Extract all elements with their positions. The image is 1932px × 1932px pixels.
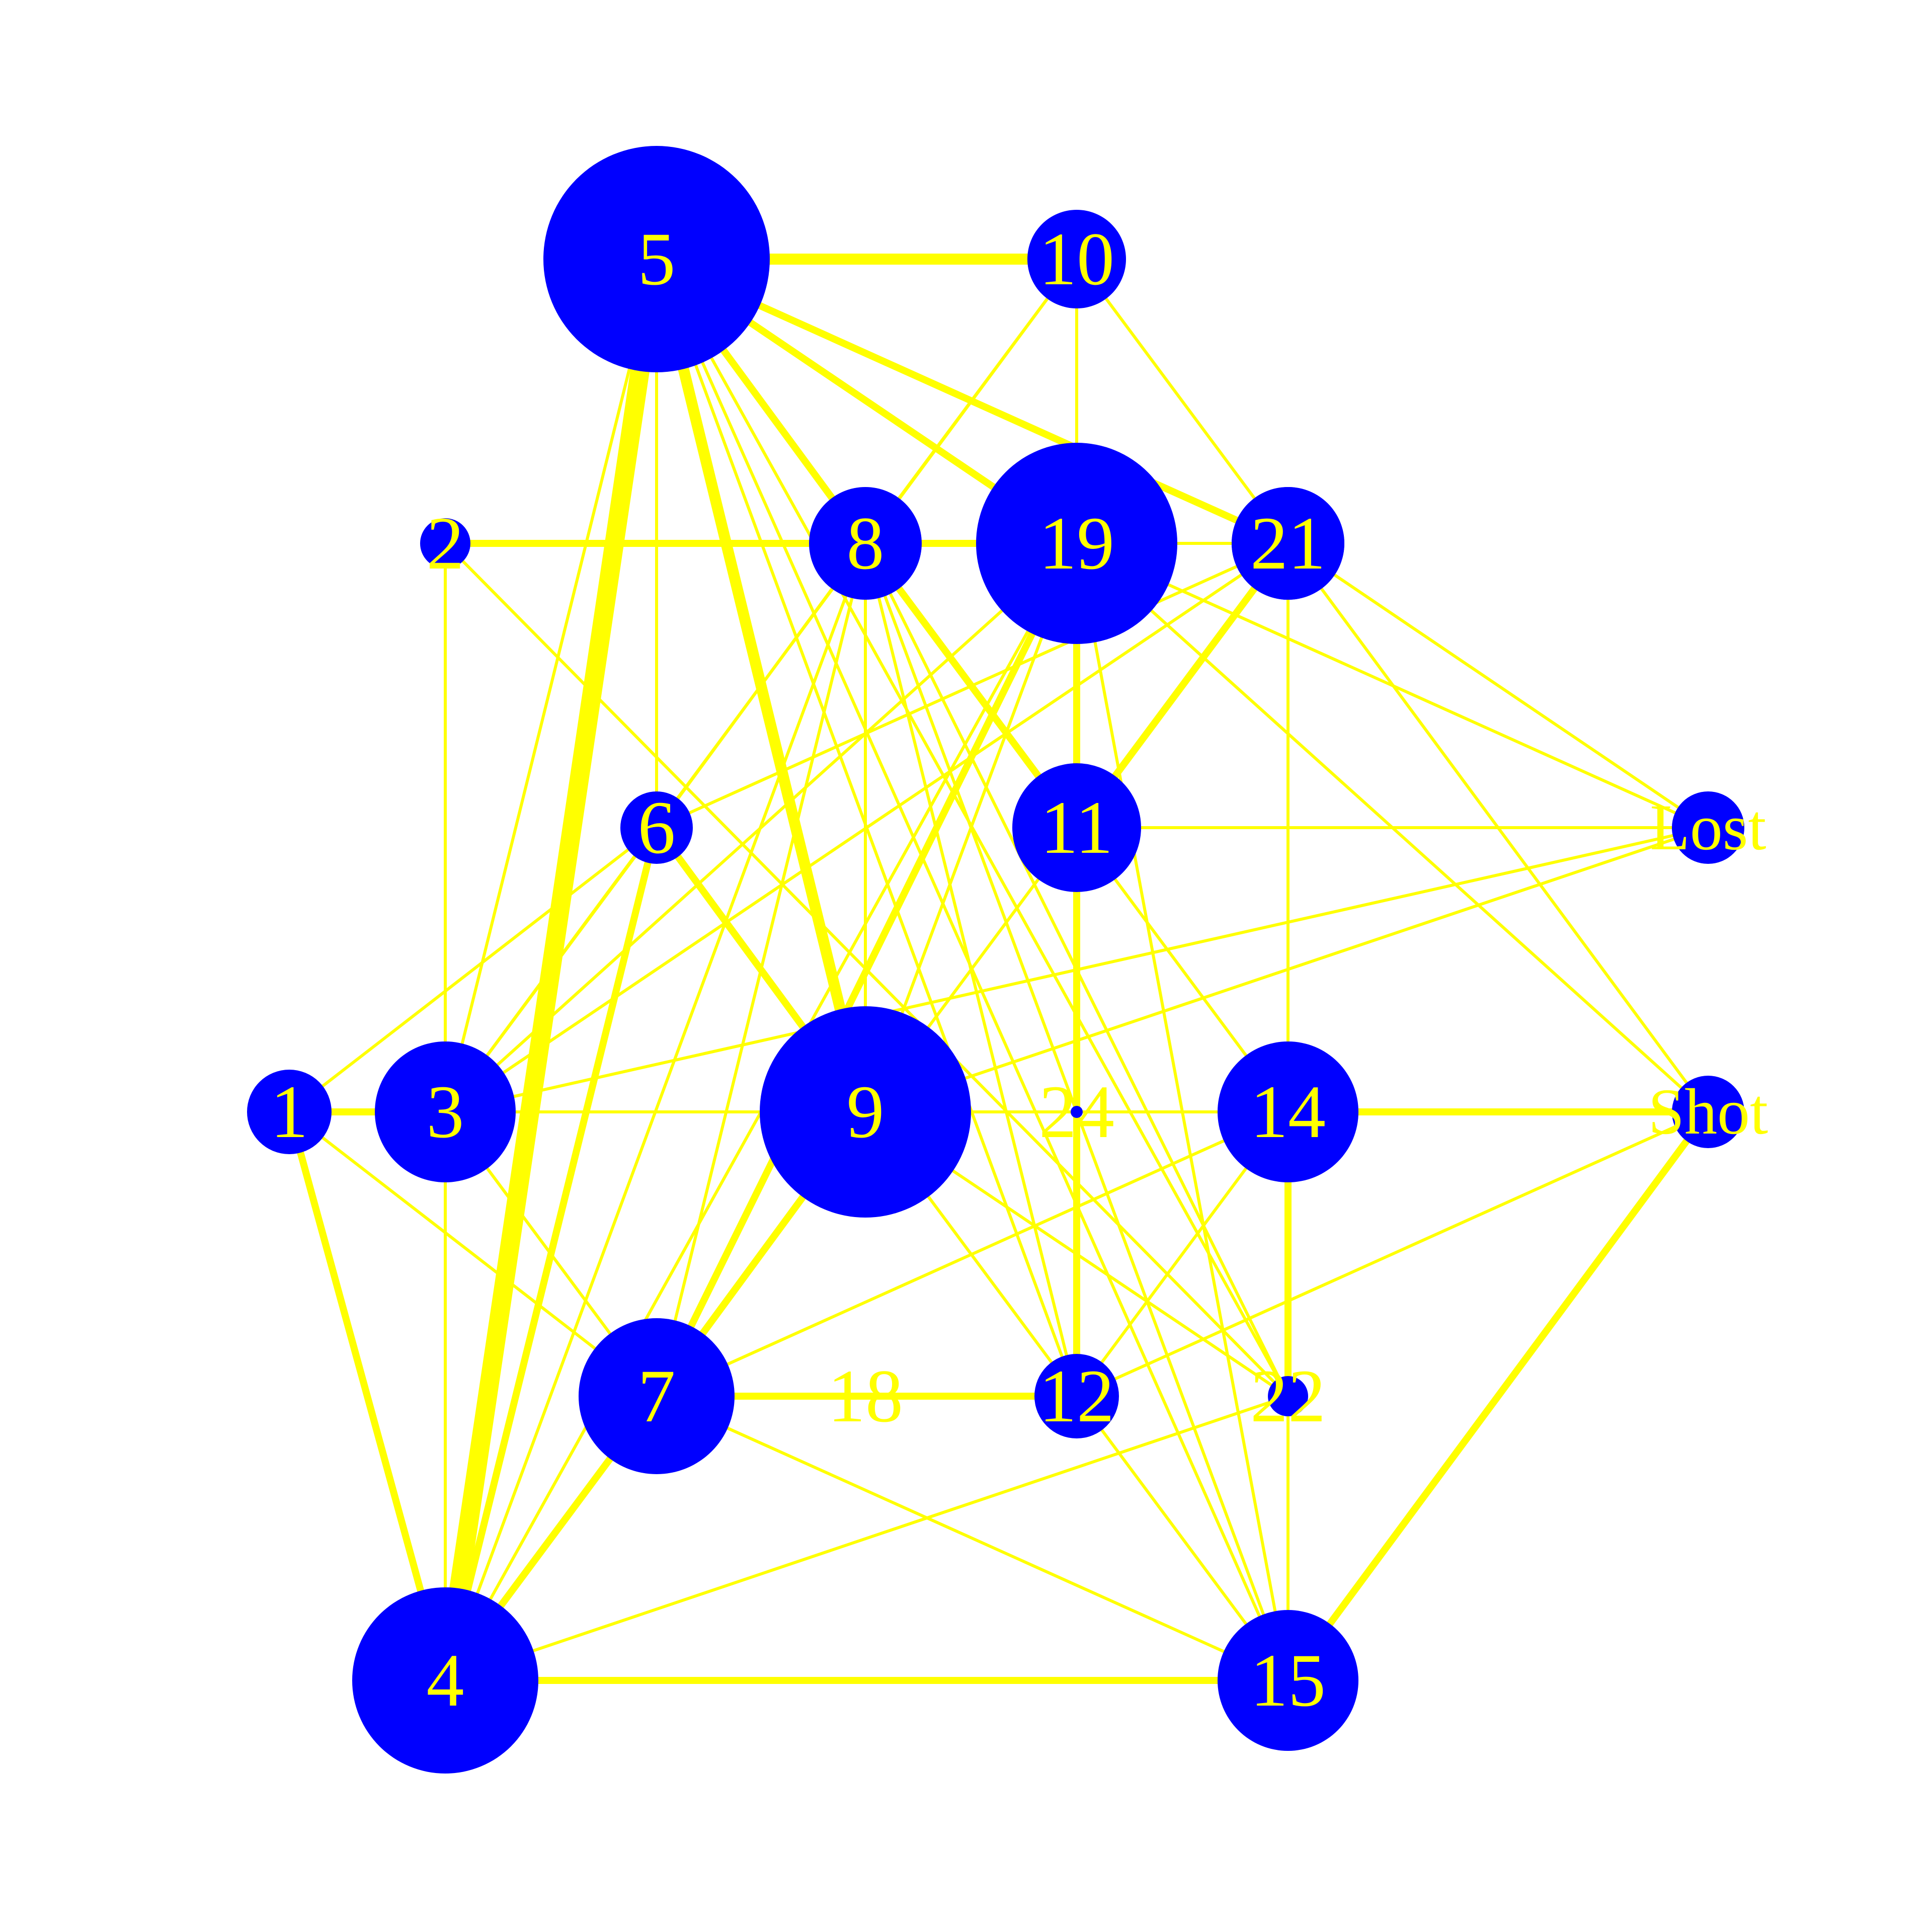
node-19: 19 bbox=[976, 443, 1177, 644]
node-5: 5 bbox=[543, 146, 770, 372]
node-15: 15 bbox=[1218, 1610, 1358, 1751]
node-circle-Lost bbox=[1672, 791, 1744, 864]
node-label-6: 6 bbox=[638, 786, 676, 869]
node-3: 3 bbox=[375, 1041, 516, 1182]
node-circle-14 bbox=[1218, 1041, 1358, 1182]
node-circle-22 bbox=[1268, 1376, 1308, 1416]
node-circle-12 bbox=[1034, 1354, 1119, 1438]
node-Shot: Shot bbox=[1648, 1076, 1768, 1148]
edge-3-Lost bbox=[445, 826, 1709, 1113]
node-circle-9 bbox=[760, 1006, 971, 1218]
node-10: 10 bbox=[1027, 210, 1126, 308]
node-label-11: 11 bbox=[1040, 786, 1113, 869]
node-1: 1 bbox=[247, 1070, 332, 1154]
edge-13-Lost bbox=[1287, 542, 1709, 829]
edges-layer bbox=[286, 254, 1711, 1684]
node-label-19: 19 bbox=[1039, 502, 1114, 585]
node-4: 4 bbox=[352, 1587, 538, 1774]
node-label-5: 5 bbox=[638, 217, 676, 301]
node-circle-5 bbox=[543, 146, 770, 372]
node-label-21: 21 bbox=[1250, 502, 1326, 585]
edge-4-22 bbox=[445, 1395, 1289, 1682]
node-circle-4 bbox=[352, 1587, 538, 1774]
edge-Shot-15 bbox=[1285, 1109, 1711, 1683]
node-circle-15 bbox=[1218, 1610, 1358, 1751]
node-Lost: Lost bbox=[1650, 791, 1766, 864]
node-circle-19 bbox=[976, 443, 1177, 644]
node-2: 2 bbox=[420, 502, 470, 585]
node-9: 9 bbox=[760, 1006, 971, 1218]
node-circle-24 bbox=[1071, 1106, 1083, 1118]
edge-6-1 bbox=[288, 826, 658, 1113]
node-21: 21 bbox=[1232, 487, 1344, 600]
edge-Shot-12 bbox=[1076, 1110, 1709, 1398]
edge-7-15 bbox=[656, 1395, 1289, 1682]
edge-9-Lost bbox=[865, 826, 1709, 1113]
edge-5-3 bbox=[444, 259, 658, 1112]
node-label-4: 4 bbox=[427, 1639, 464, 1722]
node-circle-10 bbox=[1027, 210, 1126, 308]
node-24: 24 bbox=[1039, 1070, 1114, 1154]
node-label-9: 9 bbox=[847, 1070, 884, 1154]
node-circle-3 bbox=[375, 1041, 516, 1182]
node-12: 12 bbox=[1034, 1354, 1119, 1438]
edge-10-13 bbox=[1075, 258, 1290, 544]
nodes-layer: 51028191321611Lost1392414Shot7181222415 bbox=[247, 146, 1768, 1774]
node-label-1: 1 bbox=[271, 1070, 308, 1154]
edge-8-6 bbox=[655, 542, 867, 829]
node-label-7: 7 bbox=[638, 1354, 676, 1438]
node-22: 22 bbox=[1250, 1354, 1326, 1438]
node-circle-6 bbox=[620, 791, 693, 864]
edge-14-7 bbox=[656, 1110, 1289, 1398]
node-label-10: 10 bbox=[1039, 217, 1114, 301]
edge-19-7 bbox=[653, 541, 1080, 1398]
node-label-18: 18 bbox=[828, 1354, 903, 1438]
node-label-24: 24 bbox=[1039, 1070, 1114, 1154]
edge-19-3 bbox=[444, 542, 1078, 1113]
node-circle-8 bbox=[809, 487, 922, 600]
node-8: 8 bbox=[809, 487, 922, 600]
node-18: 18 bbox=[828, 1354, 903, 1438]
node-label-Lost: Lost bbox=[1650, 791, 1766, 864]
node-label-Shot: Shot bbox=[1648, 1076, 1768, 1148]
edge-13-3 bbox=[444, 542, 1289, 1113]
node-6: 6 bbox=[620, 786, 693, 869]
node-label-22: 22 bbox=[1250, 1354, 1326, 1438]
node-11: 11 bbox=[1012, 763, 1141, 892]
node-label-15: 15 bbox=[1250, 1639, 1326, 1722]
edge-13-6 bbox=[656, 542, 1289, 829]
node-label-12: 12 bbox=[1039, 1354, 1114, 1438]
node-circle-2 bbox=[420, 518, 470, 569]
edge-1-4 bbox=[286, 1111, 449, 1681]
node-circle-21 bbox=[1232, 487, 1344, 600]
node-label-8: 8 bbox=[847, 502, 884, 585]
node-label-14: 14 bbox=[1250, 1070, 1326, 1154]
node-label-2: 2 bbox=[427, 502, 464, 585]
node-circle-7 bbox=[579, 1318, 735, 1474]
node-14: 14 bbox=[1218, 1041, 1358, 1182]
node-circle-Shot bbox=[1672, 1076, 1744, 1148]
node-circle-11 bbox=[1012, 763, 1141, 892]
node-7: 7 bbox=[579, 1318, 735, 1474]
node-label-3: 3 bbox=[427, 1070, 464, 1154]
node-circle-1 bbox=[247, 1070, 332, 1154]
